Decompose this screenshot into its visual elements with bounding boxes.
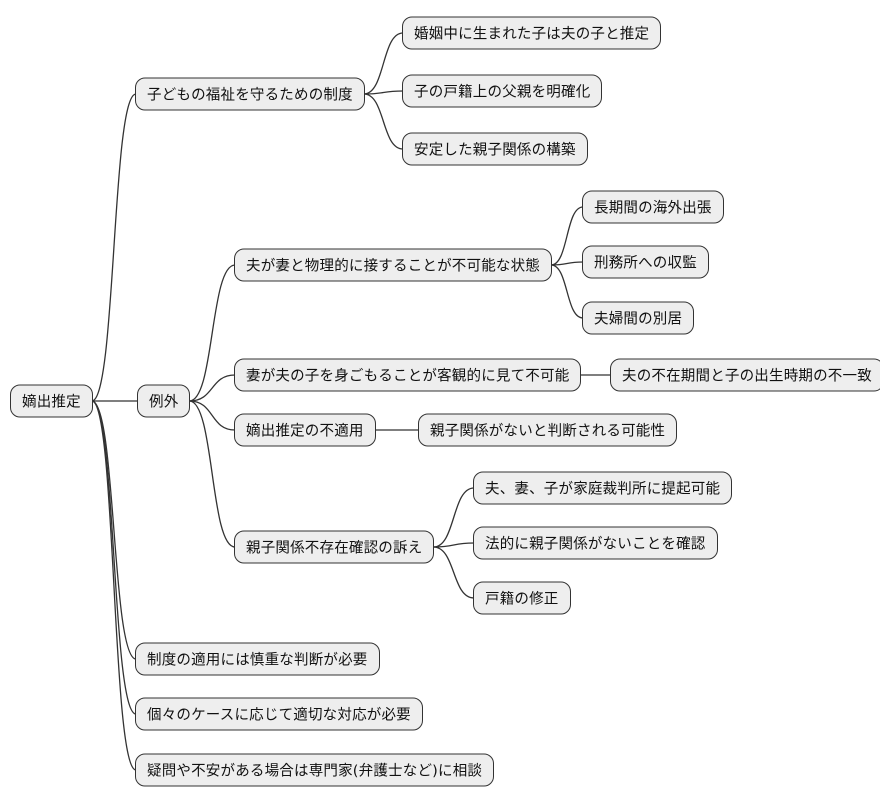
mindmap-node-presumed-husbands-child: 婚姻中に生まれた子は夫の子と推定 <box>402 16 662 50</box>
mindmap-node-careful-judgment-needed: 制度の適用には慎重な判断が必要 <box>135 642 380 676</box>
mindmap-node-case-by-case-response: 個々のケースに応じて適切な対応が必要 <box>135 697 423 731</box>
mindmap-node-long-overseas-assignment: 長期間の海外出張 <box>582 190 724 224</box>
mindmap-node-root: 嫡出推定 <box>10 384 93 418</box>
mindmap-edge <box>189 264 236 402</box>
mindmap-edge <box>363 90 404 95</box>
mindmap-edge <box>550 206 584 266</box>
mindmap-edge <box>550 261 584 266</box>
mindmap-edge <box>433 546 475 599</box>
mindmap-edge <box>189 374 236 402</box>
mindmap-node-legal-confirmation-no-relationship: 法的に親子関係がないことを確認 <box>473 526 718 560</box>
mindmap-edge <box>189 400 236 548</box>
mindmap-edge <box>363 93 404 150</box>
mindmap-edge <box>91 93 137 402</box>
mindmap-node-imprisonment: 刑務所への収監 <box>582 245 709 279</box>
mindmap-edge <box>91 400 137 715</box>
mindmap-node-exceptions: 例外 <box>137 384 191 418</box>
mindmap-edge <box>189 400 236 431</box>
mindmap-node-nonexistence-confirmation-suit: 親子関係不存在確認の訴え <box>234 530 435 564</box>
mindmap-edge <box>91 400 137 660</box>
mindmap-node-stable-parent-child-relationship: 安定した親子関係の構築 <box>402 132 588 166</box>
mindmap-edge <box>363 32 404 95</box>
mindmap-edge <box>433 542 475 548</box>
mindmap-node-family-court-filing: 夫、妻、子が家庭裁判所に提起可能 <box>473 471 733 505</box>
mindmap-node-possible-no-parentage-judgment: 親子関係がないと判断される可能性 <box>418 413 678 447</box>
mindmap-node-marital-separation: 夫婦間の別居 <box>582 301 695 335</box>
mindmap-node-absence-birth-timing-mismatch: 夫の不在期間と子の出生時期の不一致 <box>610 358 880 392</box>
mindmap-node-consult-expert: 疑問や不安がある場合は専門家(弁護士など)に相談 <box>135 753 495 787</box>
mindmap-edge <box>550 264 584 319</box>
mindmap-edge <box>91 400 137 771</box>
mindmap-node-child-welfare-system: 子どもの福祉を守るための制度 <box>135 77 365 111</box>
mindmap-node-registry-correction: 戸籍の修正 <box>473 581 571 615</box>
mindmap-node-presumption-not-applied: 嫡出推定の不適用 <box>234 413 376 447</box>
mindmap-node-physical-contact-impossible: 夫が妻と物理的に接することが不可能な状態 <box>234 248 552 282</box>
mindmap-node-conception-objectively-impossible: 妻が夫の子を身ごもることが客観的に見て不可能 <box>234 358 582 392</box>
mindmap-edge <box>433 487 475 548</box>
mindmap-node-clarify-father-on-registry: 子の戸籍上の父親を明確化 <box>402 74 603 108</box>
